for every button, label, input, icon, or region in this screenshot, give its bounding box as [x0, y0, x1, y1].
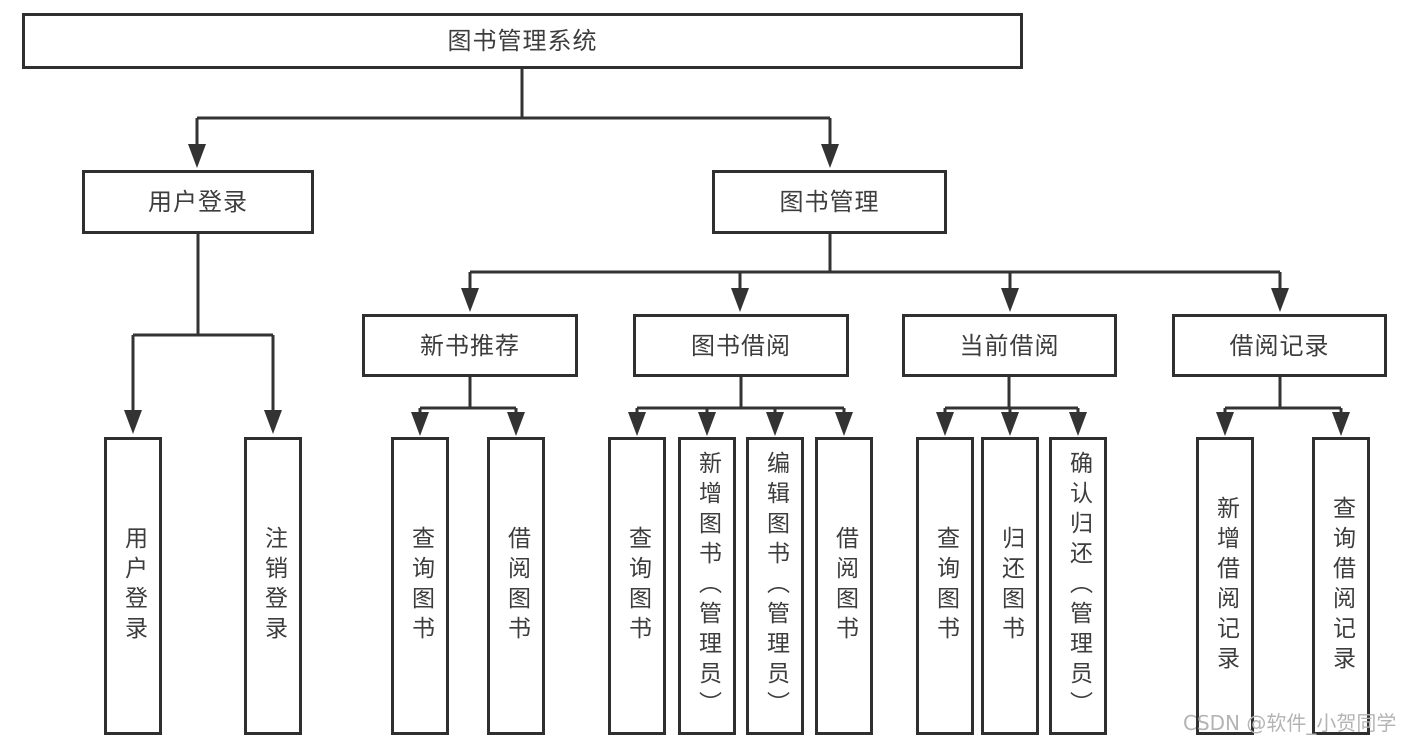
node-label: 用户登录 — [148, 188, 248, 216]
leaf-label: 查询图书 — [407, 526, 434, 646]
node-new-book-recommend: 新书推荐 — [362, 314, 578, 377]
leaf-label: 编辑图书（管理员） — [762, 451, 789, 721]
leaf-label: 借阅图书 — [503, 526, 530, 646]
leaf-query-borrow-record: 查询借阅记录 — [1312, 437, 1370, 735]
node-book-management: 图书管理 — [712, 170, 947, 234]
node-label: 新书推荐 — [420, 331, 520, 360]
leaf-query-books: 查询图书 — [608, 437, 666, 735]
leaf-label: 借阅图书 — [831, 526, 858, 646]
leaf-label: 注销登录 — [260, 526, 287, 646]
leaf-add-books-admin: 新增图书（管理员） — [678, 437, 736, 735]
leaf-user-login: 用户登录 — [104, 437, 162, 735]
arrowheads — [124, 144, 1350, 436]
leaf-query-books: 查询图书 — [391, 437, 449, 735]
leaf-label: 新增图书（管理员） — [694, 451, 721, 721]
node-borrow-record: 借阅记录 — [1172, 314, 1387, 377]
leaf-label: 确认归还（管理员） — [1065, 451, 1092, 721]
leaf-borrow-books: 借阅图书 — [487, 437, 545, 735]
leaf-borrow-books: 借阅图书 — [815, 437, 873, 735]
leaf-edit-books-admin: 编辑图书（管理员） — [746, 437, 804, 735]
node-book-borrow: 图书借阅 — [633, 314, 849, 377]
node-library-management-system: 图书管理系统 — [22, 13, 1023, 69]
leaf-label: 查询图书 — [624, 526, 651, 646]
leaf-add-borrow-record: 新增借阅记录 — [1196, 437, 1254, 735]
node-user-login: 用户登录 — [82, 170, 314, 234]
node-current-borrow: 当前借阅 — [902, 314, 1117, 377]
leaf-logout: 注销登录 — [244, 437, 302, 735]
leaf-query-books: 查询图书 — [916, 437, 974, 735]
leaf-label: 查询借阅记录 — [1328, 496, 1355, 676]
leaf-label: 查询图书 — [932, 526, 959, 646]
node-label: 图书借阅 — [691, 331, 791, 360]
node-label: 图书管理系统 — [447, 27, 598, 55]
leaf-label: 新增借阅记录 — [1212, 496, 1239, 676]
leaf-label: 归还图书 — [997, 526, 1024, 646]
leaf-return-books: 归还图书 — [981, 437, 1039, 735]
leaf-label: 用户登录 — [120, 526, 147, 646]
node-label: 当前借阅 — [959, 331, 1060, 360]
node-label: 借阅记录 — [1229, 331, 1330, 360]
node-label: 图书管理 — [779, 188, 880, 216]
csdn-watermark: CSDN @软件_小贺同学 — [1183, 711, 1397, 735]
leaf-confirm-return-admin: 确认归还（管理员） — [1049, 437, 1107, 735]
